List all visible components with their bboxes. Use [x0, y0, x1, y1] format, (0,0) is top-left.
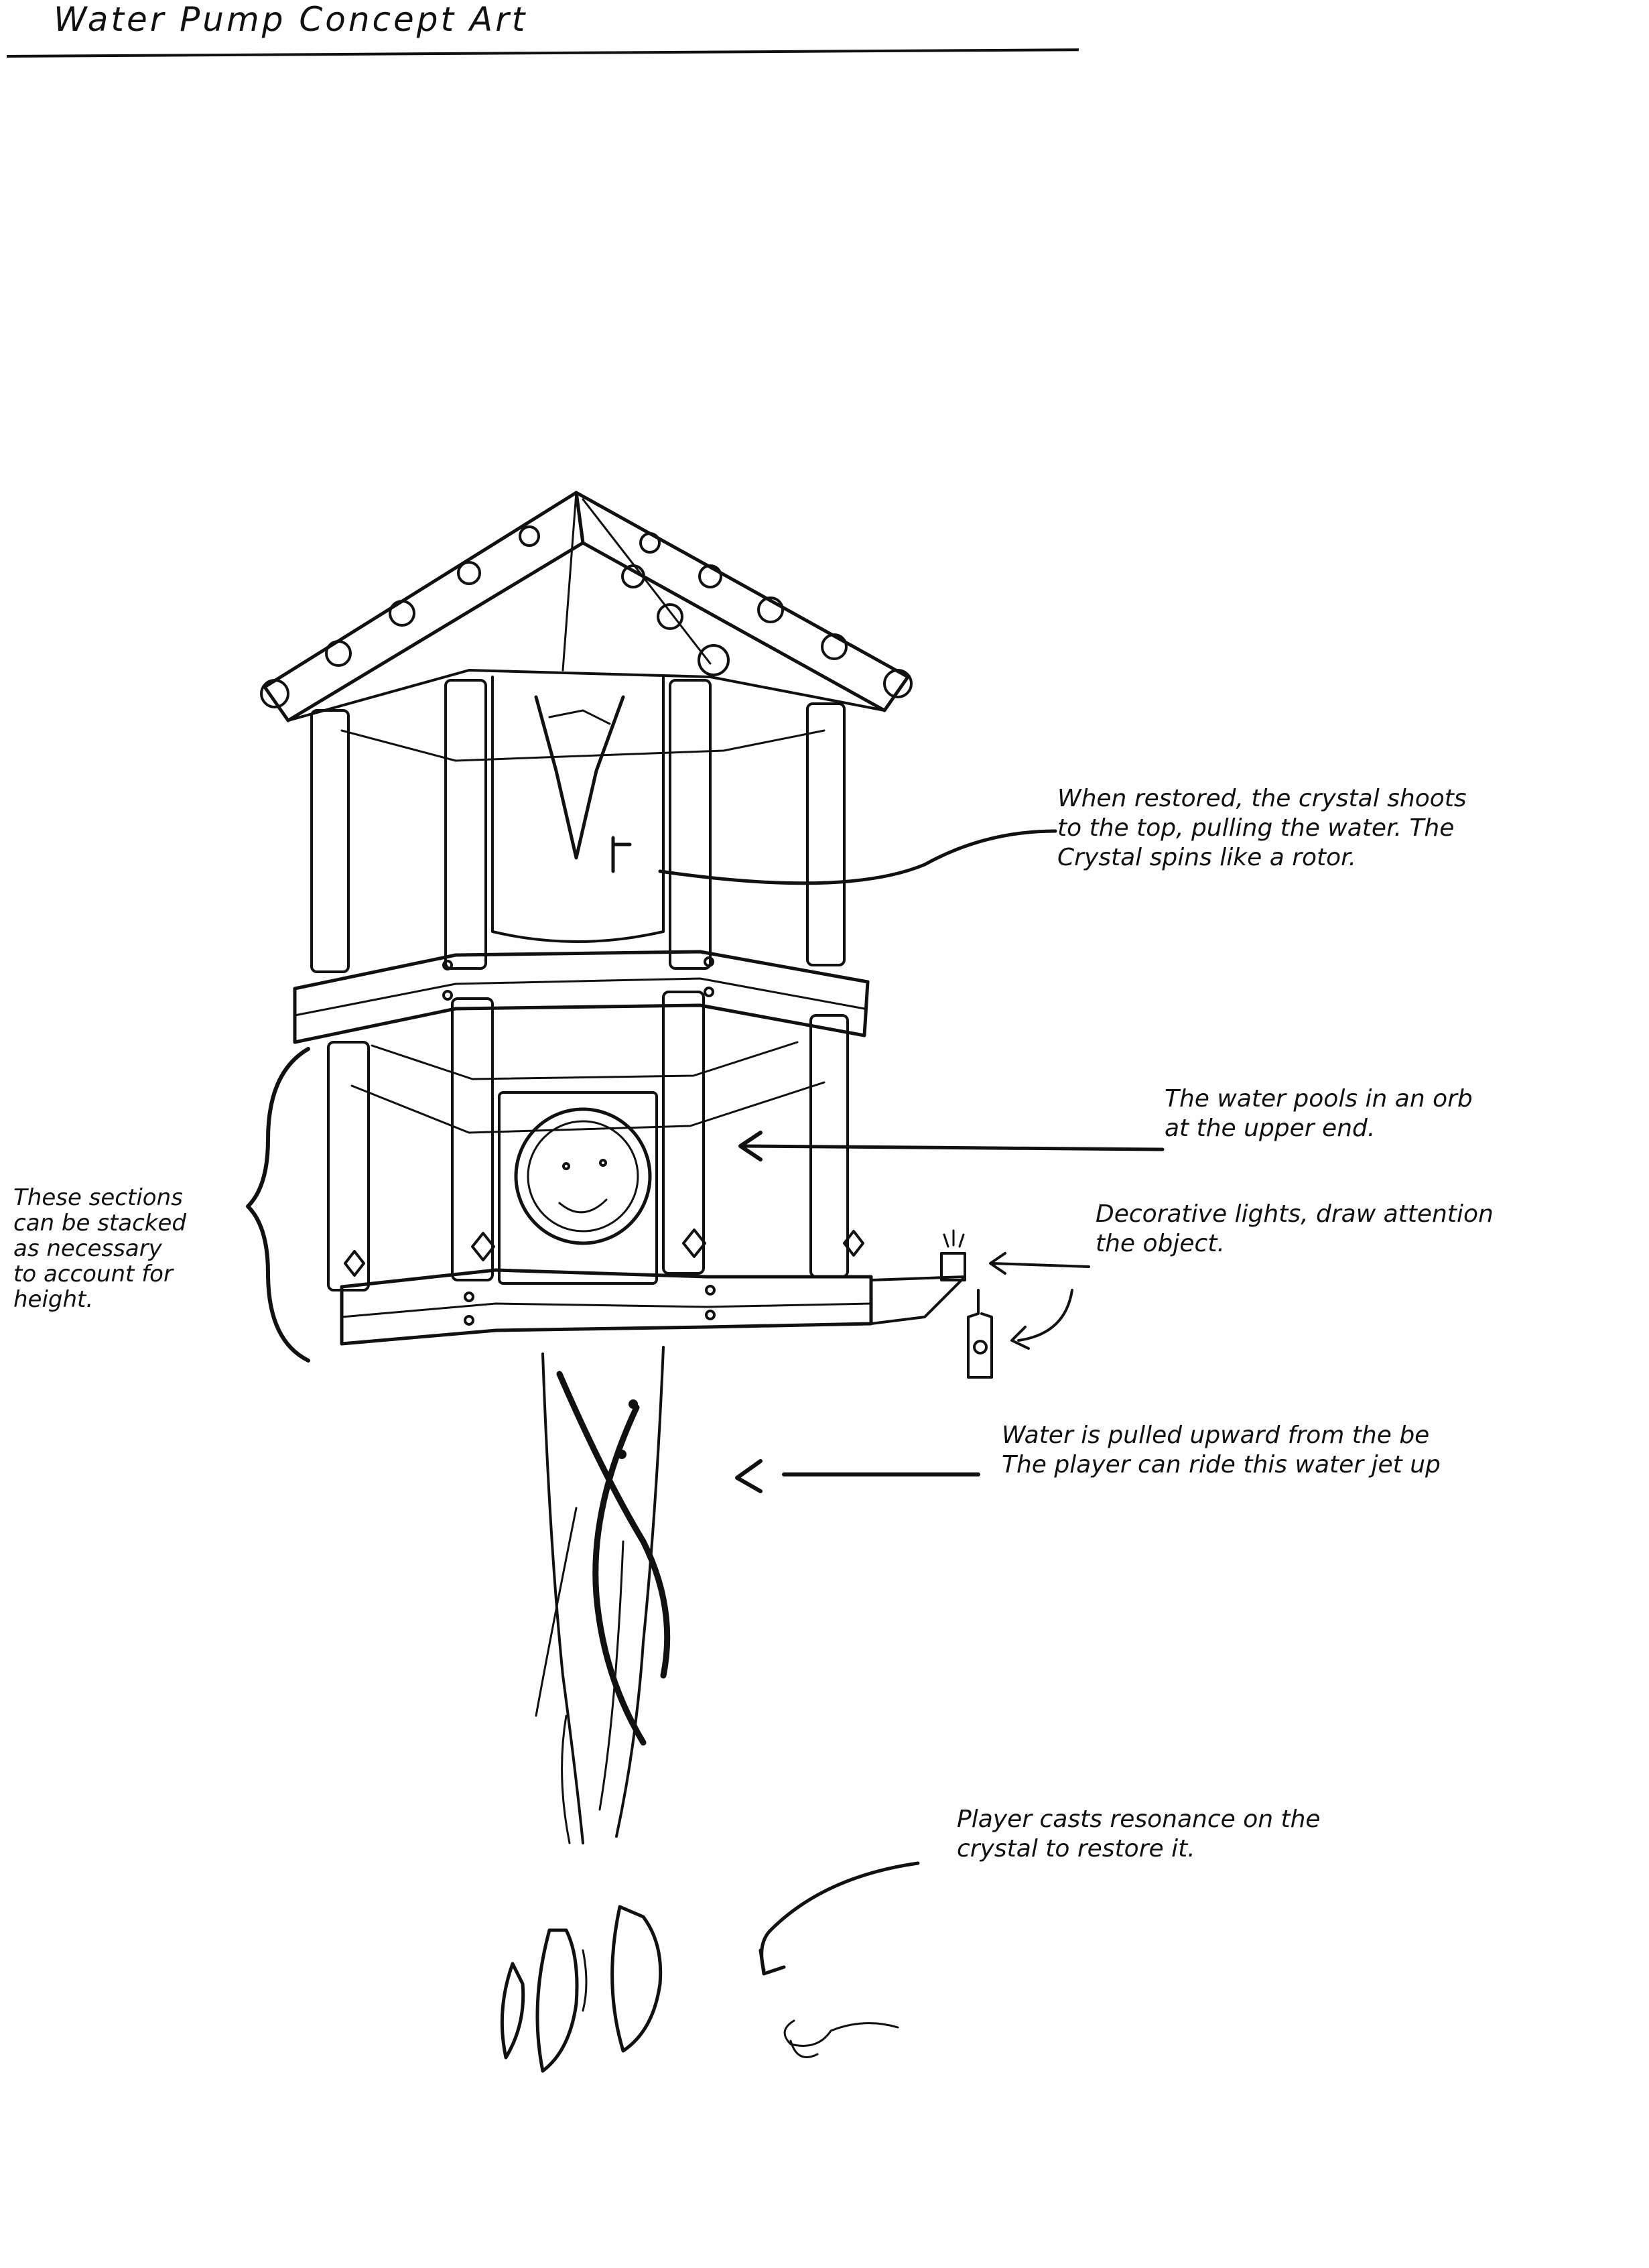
annotation-line: crystal to restore it.	[957, 1835, 1195, 1863]
annotation-player: Player casts resonance on the crystal to…	[957, 1805, 1321, 1864]
upper-section	[293, 676, 870, 1044]
annotation-pointers	[246, 829, 1165, 1976]
annotation-line: can be stacked	[13, 1210, 186, 1237]
annotation-line: Crystal spins like a rotor.	[1057, 844, 1357, 871]
annotation-line: the object.	[1096, 1230, 1225, 1257]
annotation-orb: The water pools in an orb at the upper e…	[1165, 1084, 1473, 1143]
annotation-line: as necessary	[13, 1235, 162, 1262]
annotation-line: The player can ride this water jet up	[1002, 1451, 1441, 1478]
annotation-line: Player casts resonance on the	[957, 1806, 1321, 1833]
annotation-line: height.	[13, 1286, 94, 1313]
annotation-line: The water pools in an orb	[1165, 1085, 1473, 1113]
roof	[260, 491, 913, 722]
annotation-line: at the upper end.	[1165, 1115, 1376, 1142]
annotation-line: When restored, the crystal shoots	[1057, 785, 1467, 812]
page-title: Water Pump Concept Art	[54, 0, 528, 39]
annotation-water-jet: Water is pulled upward from the be The p…	[1002, 1421, 1441, 1480]
annotation-lights: Decorative lights, draw attention the ob…	[1096, 1200, 1494, 1259]
annotation-line: Water is pulled upward from the be	[1002, 1422, 1430, 1449]
crystal-shards	[500, 1905, 899, 2073]
annotation-crystal: When restored, the crystal shoots to the…	[1057, 784, 1467, 873]
water-jet	[535, 1346, 671, 1844]
lower-section	[327, 991, 993, 1379]
annotation-line: These sections	[13, 1184, 183, 1211]
annotation-line: Decorative lights, draw attention	[1096, 1200, 1494, 1228]
annotation-sections: These sections can be stacked as necessa…	[13, 1185, 186, 1312]
annotation-line: to the top, pulling the water. The	[1057, 814, 1455, 842]
annotation-line: to account for	[13, 1261, 173, 1287]
